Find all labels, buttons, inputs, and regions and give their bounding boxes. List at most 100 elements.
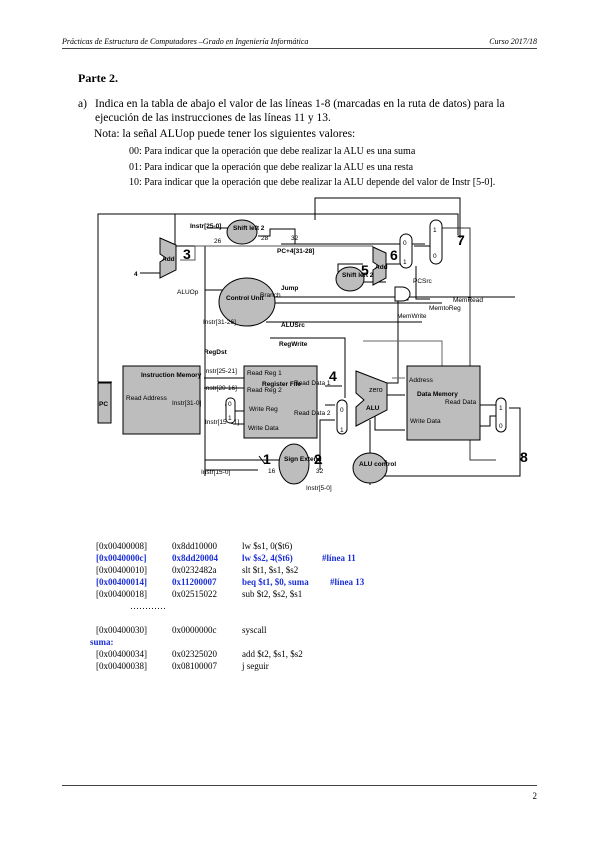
code-comment: #línea 11	[322, 553, 356, 563]
mux-input-1: 1	[433, 227, 437, 234]
question: a) Indica en la tabla de abajo el valor …	[78, 97, 548, 125]
code-asm: slt $t1, $s1, $s2	[242, 565, 299, 575]
bit-width-28: 28	[261, 235, 269, 242]
code-address: [0x00400038]	[96, 661, 147, 671]
shift-left2-branch-label: Shift left 2	[342, 272, 374, 279]
alu	[355, 370, 388, 427]
mux-input-1: 1	[228, 415, 232, 422]
code-address: [0x00400030]	[96, 625, 147, 635]
data-memory-block	[406, 365, 481, 441]
mux-input-0: 0	[499, 423, 503, 430]
instr25-21-label: Instr[25-21]	[204, 368, 237, 375]
code-asm: lw $s1, 0($t6)	[242, 541, 293, 551]
mux-input-1: 1	[403, 259, 407, 266]
instruction-memory-title: Instruction Memory	[141, 372, 202, 379]
alu-control	[352, 452, 388, 484]
shift-left2-label: Shift left 2	[233, 225, 265, 232]
marker-7: 7	[457, 232, 465, 248]
memread-label: MemRead	[453, 297, 483, 304]
code-hex: 0x02515022	[172, 589, 217, 599]
write-reg-label: Write Reg	[249, 406, 278, 413]
shift-left2-jump	[226, 219, 258, 245]
code-hex: 0x0000000c	[172, 625, 217, 635]
aluop-label: ALUOp	[177, 289, 199, 296]
alusrc-mux	[336, 399, 348, 435]
branch-adder-label: Add	[375, 264, 388, 271]
instr31-0-label: Instr[31-0]	[172, 400, 201, 407]
header-course-title: Prácticas de Estructura de Computadores …	[62, 37, 309, 46]
zero-label: zero	[369, 387, 383, 394]
write-data-reg-label: Write Data	[248, 425, 279, 432]
header-rule	[62, 48, 537, 49]
aluop-note: Nota: la señal ALUop puede tener los sig…	[94, 128, 356, 140]
instr5-0-label: Instr[5-0]	[306, 485, 332, 492]
read-data2-label: Read Data 2	[294, 410, 331, 417]
alu-label: ALU	[366, 405, 380, 412]
pc-register	[97, 382, 112, 424]
mux-input-0: 0	[403, 240, 407, 247]
mux-input-0: 0	[340, 407, 344, 414]
read-address-label: Read Address	[126, 395, 168, 402]
data-memory-title: Data Memory	[417, 391, 458, 398]
bit-width-32: 32	[291, 235, 299, 242]
header-academic-year: Curso 2017/18	[489, 37, 537, 46]
bit-width-16: 16	[268, 468, 276, 475]
marker-1: 1	[263, 451, 271, 467]
control-unit	[218, 277, 276, 327]
aluop-option: 01: Para indicar que la operación que de…	[129, 162, 414, 173]
code-hex: 0x11200007	[172, 577, 217, 587]
marker-3: 3	[183, 246, 191, 262]
read-data-label: Read Data	[445, 399, 476, 406]
regwrite-label: RegWrite	[279, 341, 308, 348]
code-hex: 0x8dd20004	[172, 553, 219, 563]
question-label: a)	[78, 98, 87, 110]
bit-width-26: 26	[214, 238, 222, 245]
code-address: [0x0040000c]	[96, 553, 147, 563]
mux-input-1: 1	[340, 427, 344, 434]
page-number: 2	[532, 791, 538, 801]
code-hex: 0x0232482a	[172, 565, 217, 575]
code-hex: 0x08100007	[172, 661, 217, 671]
mux-input-1: 1	[499, 405, 503, 412]
sign-extend	[278, 443, 310, 485]
instr31-26-label: Instr[31-26]	[203, 319, 236, 326]
marker-5: 5	[361, 262, 369, 278]
branch-label: Branch	[260, 292, 281, 299]
branch-and-gate	[394, 286, 411, 302]
shift-left2-branch	[335, 266, 365, 292]
pc-adder-label: Add	[162, 256, 175, 263]
alu-control-label: ALU control	[359, 461, 396, 468]
marker-4: 4	[329, 368, 337, 384]
sign-extend-label: Sign Extend	[284, 456, 322, 463]
footer-rule	[62, 785, 537, 786]
alusrc-label: ALUSrc	[281, 322, 305, 329]
memtoreg-label: MemtoReg	[429, 305, 461, 312]
pc4-label: PC+4[31-28]	[277, 248, 314, 255]
register-file-block	[243, 365, 318, 439]
instr20-16-label: Instr[20-16]	[204, 385, 237, 392]
branch-adder	[372, 246, 387, 286]
control-unit-label: Control Unit	[226, 295, 264, 302]
code-asm: lw $s2, 4($t6)	[242, 553, 293, 563]
regdst-label: RegDst	[204, 349, 228, 356]
code-comment: #línea 13	[330, 577, 365, 587]
aluop-option: 00: Para indicar que la operación que de…	[129, 146, 416, 157]
address-label: Address	[409, 377, 434, 384]
memtoreg-mux	[495, 397, 507, 433]
jump-mux	[429, 219, 443, 265]
marker-2: 2	[314, 451, 322, 467]
code-asm: beq $t1, $0, suma	[242, 577, 309, 587]
pcsrc-label: PCSrc	[413, 278, 433, 285]
code-asm: j seguir	[242, 661, 269, 671]
memwrite-label: MemWrite	[397, 313, 427, 320]
code-label-suma: suma:	[90, 637, 114, 647]
instruction-memory-block	[122, 365, 201, 435]
pc-label: PC	[99, 401, 108, 408]
mux-input-0: 0	[228, 401, 232, 408]
code-asm: syscall	[242, 625, 267, 635]
register-file-title: Register File	[262, 381, 301, 388]
code-address: [0x00400018]	[96, 589, 147, 599]
code-address: [0x00400010]	[96, 565, 147, 575]
marker-8: 8	[520, 449, 528, 465]
